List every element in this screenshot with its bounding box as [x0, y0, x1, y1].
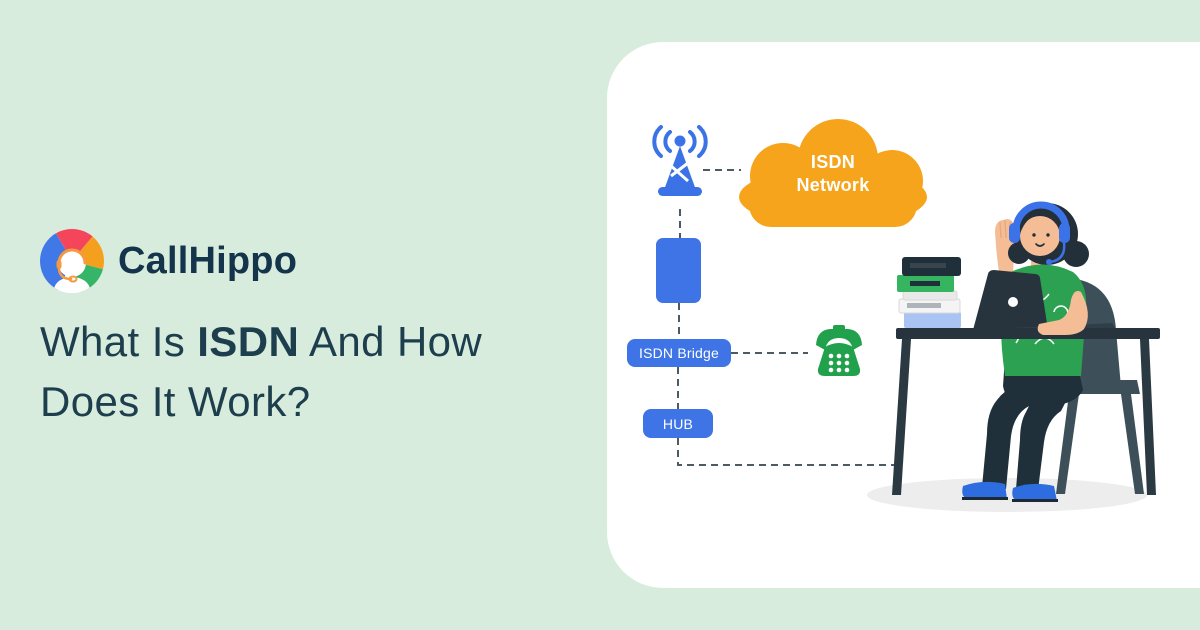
page-title: What Is ISDN And How Does It Work?	[40, 312, 585, 432]
face	[1020, 216, 1060, 256]
left-panel: CallHippo What Is ISDN And How Does It W…	[40, 0, 600, 630]
isdn-bridge-label: ISDN Bridge	[638, 345, 719, 361]
title-line1-post: And How	[299, 318, 483, 365]
modem-box	[656, 238, 701, 303]
isdn-bridge-node: ISDN Bridge	[627, 339, 731, 367]
person-at-desk-illustration	[867, 201, 1160, 512]
cloud-label-line2: Network	[796, 175, 870, 195]
title-keyword: ISDN	[197, 318, 300, 365]
hub-node: HUB	[643, 409, 713, 438]
forearm	[1037, 291, 1088, 335]
radio-tower-icon	[652, 125, 708, 196]
ground-shadow	[867, 478, 1147, 512]
isdn-network-cloud	[739, 119, 927, 227]
cloud-label-line1: ISDN	[810, 152, 856, 172]
callhippo-logo-icon	[40, 229, 104, 293]
telephone-icon	[816, 325, 862, 376]
title-line2: Does It Work?	[40, 378, 311, 425]
illustration-card: ISDN Network ISDN Bridge HUB	[607, 42, 1200, 588]
hub-label: HUB	[662, 415, 694, 432]
desk	[892, 328, 1160, 495]
cloud-label: ISDN Network	[737, 151, 929, 197]
isdn-diagram-illustration	[652, 119, 1160, 512]
face-features	[1032, 233, 1050, 247]
shoes	[962, 481, 1057, 501]
book-stack	[897, 257, 961, 328]
connector-lines	[677, 169, 903, 466]
brand-name: CallHippo	[118, 239, 298, 282]
headphones-icon	[1009, 201, 1070, 265]
brand: CallHippo	[40, 229, 297, 293]
title-line1-pre: What Is	[40, 318, 198, 365]
